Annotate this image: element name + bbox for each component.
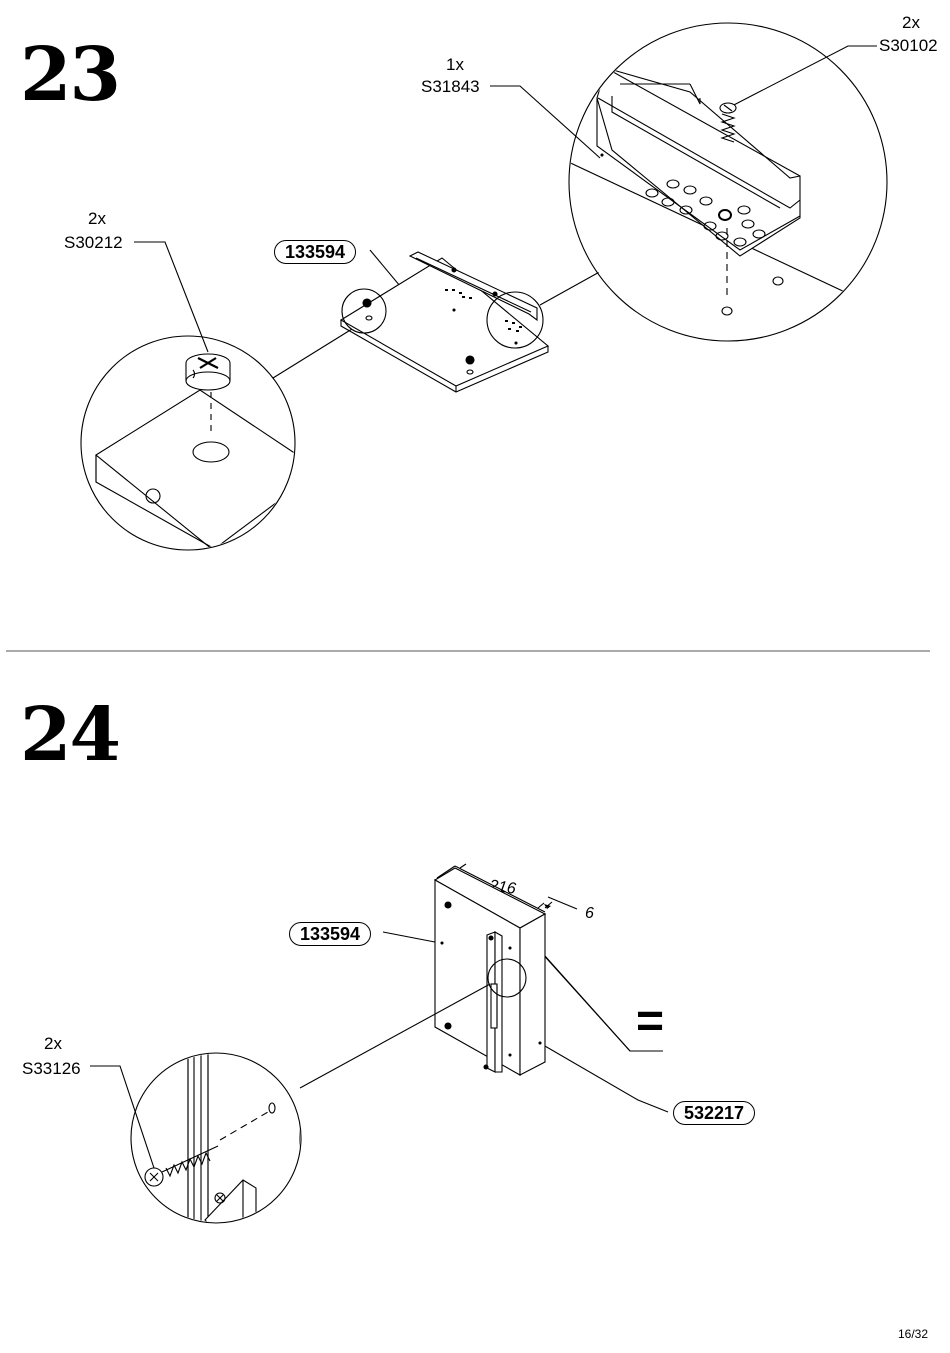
step-23-number: 23 — [20, 32, 121, 118]
s31843-part-code: S31843 — [421, 77, 480, 96]
leader-s30102 — [727, 45, 877, 109]
panel-133594-small — [339, 251, 550, 393]
s30212-part-code: S30212 — [64, 233, 123, 252]
rail-detail — [568, 22, 888, 342]
dimension-offset-label: 6 — [585, 905, 594, 922]
s33126-part-code: S33126 — [22, 1059, 81, 1078]
leader-532217 — [537, 1041, 669, 1113]
leader-s30212 — [134, 241, 209, 353]
part-133594-label-step24: 133594 — [289, 922, 372, 946]
screw-detail — [130, 1052, 302, 1224]
cam-lock-detail — [80, 335, 296, 551]
detail-link-right — [539, 269, 604, 306]
s30212-quantity: 2x — [88, 209, 106, 228]
equals-sign: = — [636, 995, 665, 1048]
s31843-quantity: 1x — [446, 55, 464, 74]
detail-link-left — [272, 328, 353, 379]
leader-s31843 — [490, 85, 601, 159]
part-532217-label: 532217 — [673, 1101, 756, 1125]
leader-equals-b — [529, 939, 631, 1052]
leader-133594-step24 — [382, 931, 441, 944]
panel-133594-upright — [433, 863, 578, 1076]
s30102-part-code: S30102 — [879, 36, 938, 55]
detail-marker-left — [341, 288, 387, 334]
detail-link-step24 — [299, 983, 491, 1089]
s33126-quantity: 2x — [44, 1034, 62, 1053]
part-133594-label-step23: 133594 — [274, 240, 357, 264]
step-24-number: 24 — [20, 692, 121, 778]
detail-marker-right — [486, 291, 544, 349]
leader-s33126 — [90, 1065, 157, 1175]
page-number: 16/32 — [897, 1327, 928, 1341]
s30102-quantity: 2x — [902, 13, 920, 32]
